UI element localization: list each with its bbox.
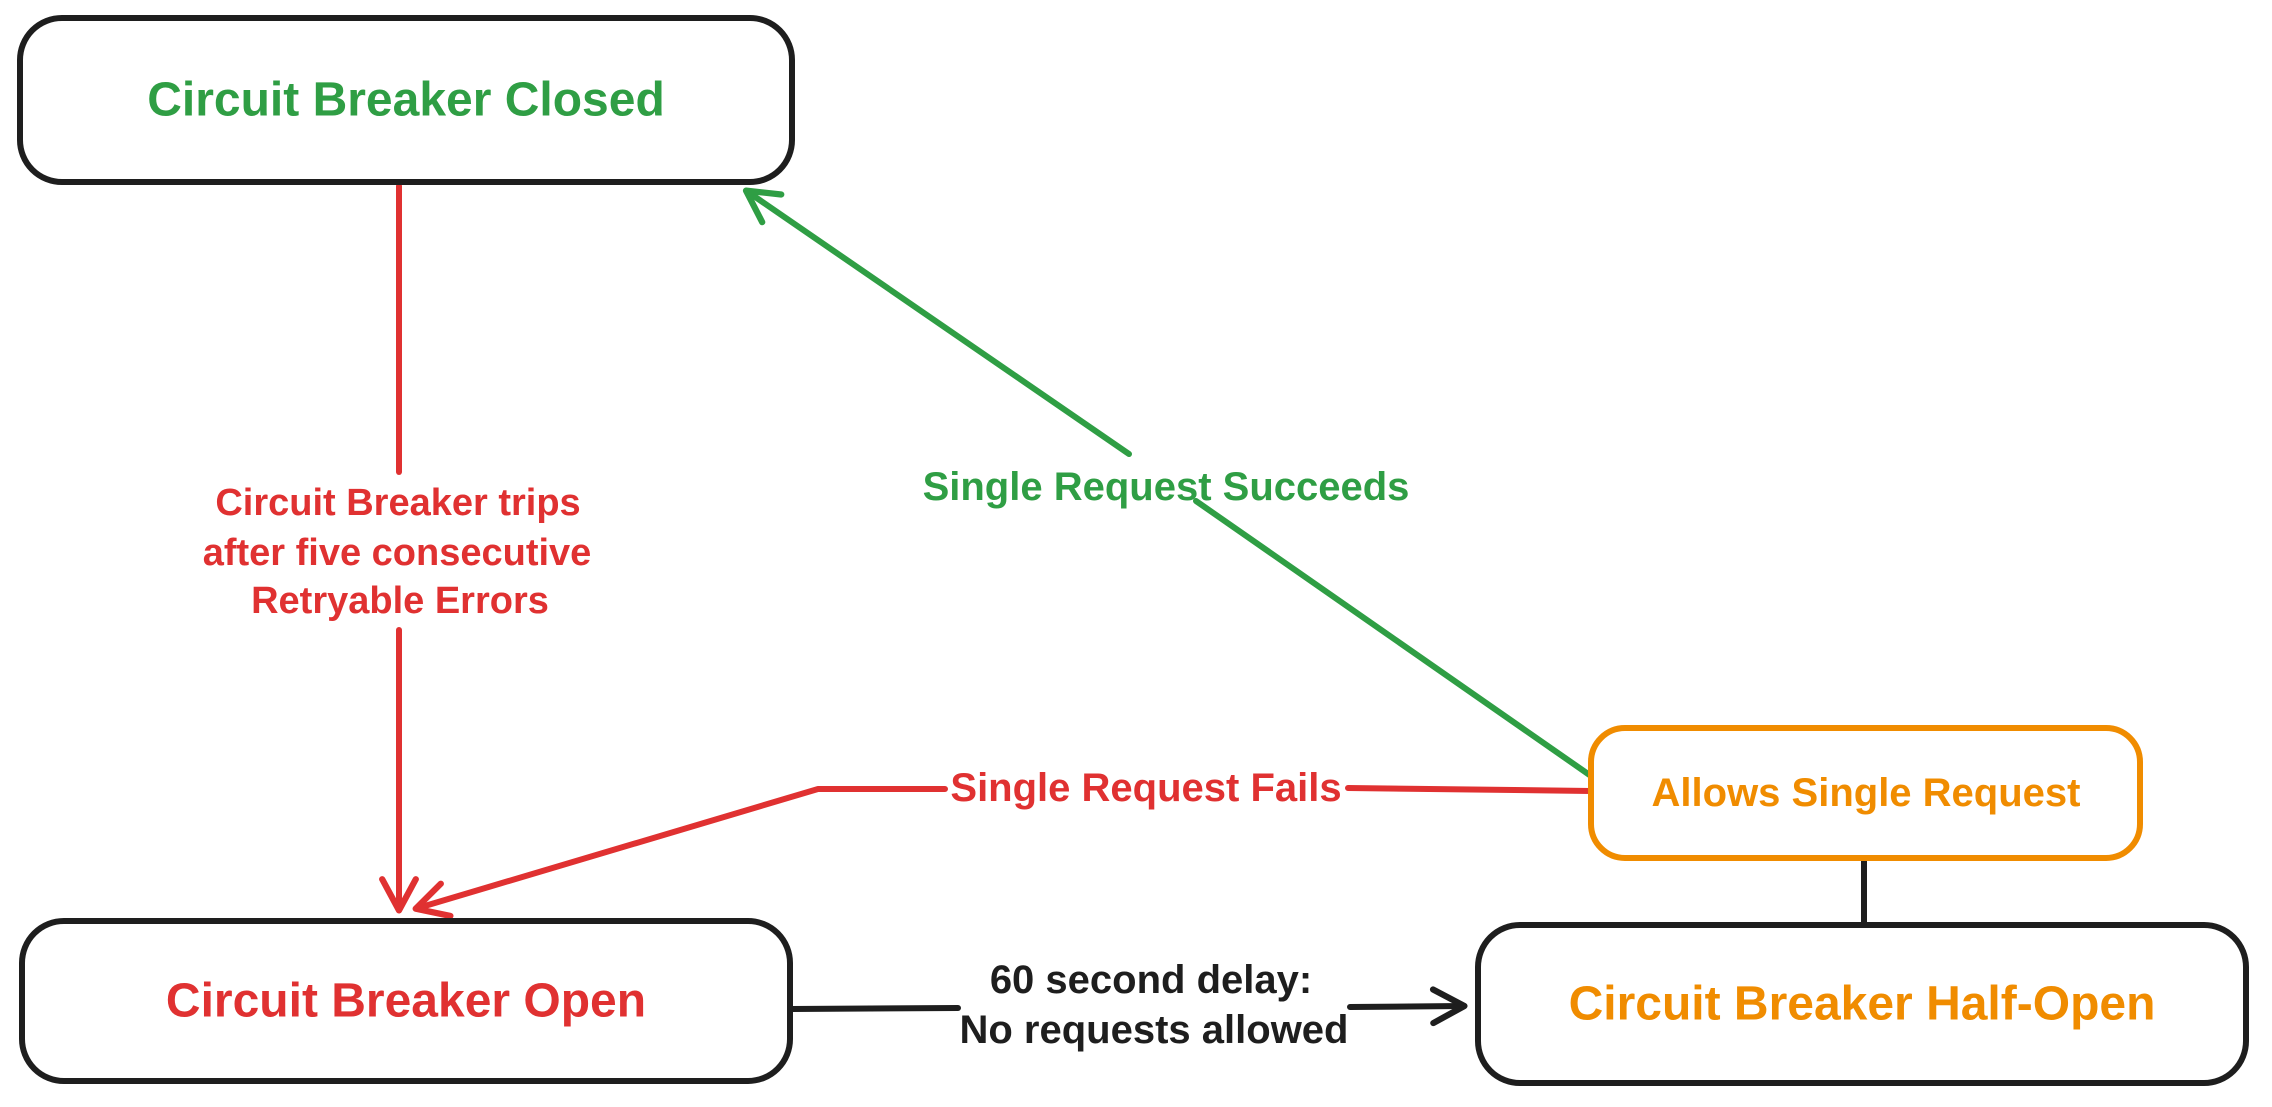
edge-open-to-half-open-label-line1: 60 second delay:: [990, 958, 1312, 1002]
node-circuit-breaker-open-label: Circuit Breaker Open: [166, 975, 646, 1028]
node-allows-single-request-box: [1588, 725, 2143, 861]
node-circuit-breaker-half-open: Circuit Breaker Half-Open: [1475, 922, 2249, 1086]
edge-closed-to-open-label-line2: after five consecutive: [203, 532, 592, 574]
node-circuit-breaker-closed: Circuit Breaker Closed: [17, 15, 795, 185]
node-allows-single-request: Allows Single Request: [1588, 725, 2143, 861]
node-circuit-breaker-open-box: [19, 918, 793, 1084]
edge-open-to-half-open: 60 second delay: No requests allowed: [789, 958, 1468, 1052]
node-circuit-breaker-closed-box: [17, 15, 795, 185]
edge-closed-to-open-label-line3: Retryable Errors: [251, 580, 549, 622]
node-circuit-breaker-half-open-label: Circuit Breaker Half-Open: [1569, 978, 2156, 1031]
edge-open-to-half-open-line-left: [789, 1005, 961, 1012]
node-circuit-breaker-closed-label: Circuit Breaker Closed: [147, 74, 665, 127]
edge-half-open-to-open: Single Request Fails: [412, 766, 1594, 920]
edge-closed-to-open-label-line1: Circuit Breaker trips: [215, 482, 580, 524]
edge-half-open-to-closed: Single Request Succeeds: [742, 187, 1594, 779]
node-circuit-breaker-half-open-box: [1475, 922, 2249, 1086]
edge-half-open-to-open-label: Single Request Fails: [950, 766, 1341, 810]
node-circuit-breaker-open: Circuit Breaker Open: [19, 918, 793, 1084]
edge-half-open-to-open-line-left: [412, 786, 948, 920]
edge-half-open-to-closed-line-upper: [742, 187, 1132, 457]
edge-closed-to-open: Circuit Breaker trips after five consecu…: [203, 183, 592, 914]
edge-open-to-half-open-line-right: [1347, 986, 1468, 1027]
edge-half-open-to-closed-line-lower: [1193, 498, 1594, 779]
edge-half-open-to-open-line-right: [1345, 785, 1594, 794]
node-allows-single-request-label: Allows Single Request: [1652, 771, 2081, 815]
edge-open-to-half-open-label-line2: No requests allowed: [960, 1008, 1349, 1052]
edge-half-open-to-closed-label: Single Request Succeeds: [923, 465, 1410, 509]
